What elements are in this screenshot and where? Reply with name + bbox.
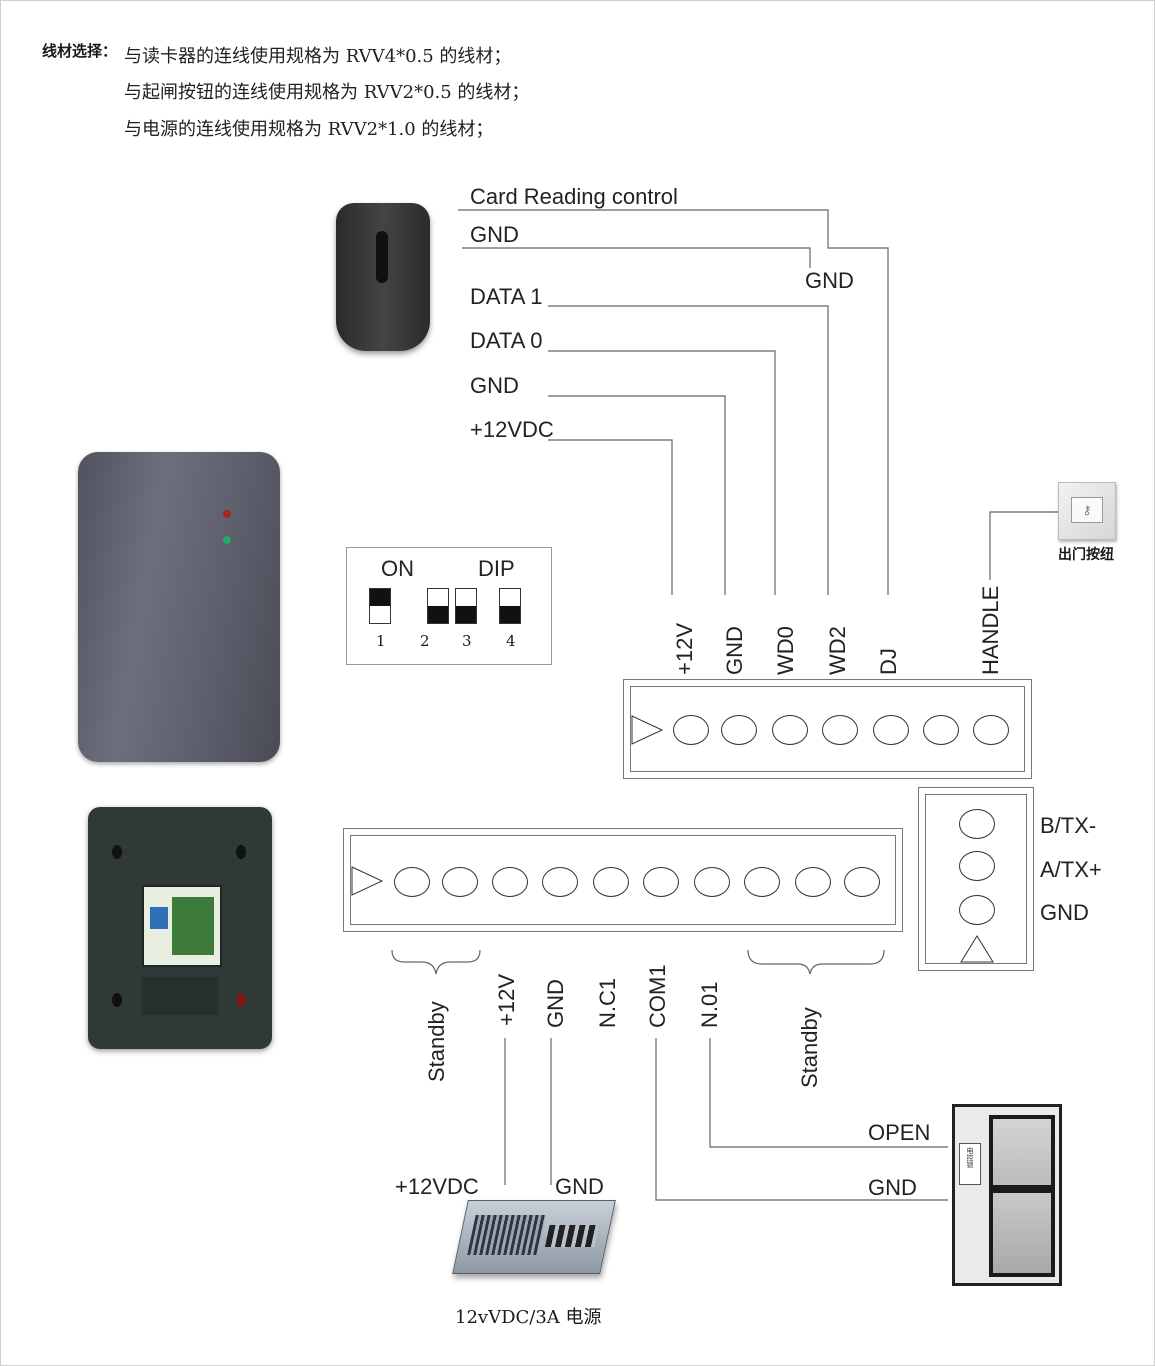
dip-num-1: 1 [376,632,386,650]
power-12vdc-label: +12VDC [395,1174,479,1199]
terminal-hole [844,867,880,897]
dip-label: DIP [478,556,515,581]
terminal-hole [973,715,1009,745]
terminal-hole [643,867,679,897]
terminal-hole [492,867,528,897]
terminal-wd2: WD2 [825,626,850,675]
terminal-standby-left: Standby [424,1001,449,1082]
wire-data1: DATA 1 [470,284,543,309]
electric-lock-label: 电控锁 [966,1147,974,1168]
terminal-hole [959,809,995,839]
reader-led-slot [376,231,388,283]
dip-switch-3[interactable] [455,588,477,624]
pcb-window [142,885,222,967]
terminal-hole [772,715,808,745]
wire-gnd-mid: GND [805,268,854,293]
terminal-hole [721,715,757,745]
led-green [223,536,231,544]
door-panel-upper [989,1115,1055,1189]
dip-switch-1[interactable] [369,588,391,624]
led-red [223,510,231,518]
door-panel-lower [989,1189,1055,1277]
spec-line-3: 与电源的连线使用规格为 RVV2*1.0 的线材； [124,119,494,140]
terminal-com1: COM1 [645,964,670,1028]
door-frame-image: 电控锁 [952,1104,1062,1286]
screw-hole [112,845,122,859]
rs485-terminal-block [918,787,1034,971]
screw-terminals [544,1225,600,1247]
pin1-triangle-icon [960,935,994,963]
terminal-hole [959,851,995,881]
terminal-12v: +12V [672,623,697,675]
exit-button-image: ⚷ [1058,482,1116,540]
dip-switch-panel: ON DIP 1 2 3 4 [346,547,552,665]
terminal-hole [394,867,430,897]
wire-gnd: GND [470,373,519,398]
rs485-b-label: B/TX- [1040,813,1097,838]
terminal-hole [822,715,858,745]
spec-heading: 线材选择： [42,42,118,60]
rs485-a-label: A/TX+ [1040,857,1102,882]
dip-num-2: 2 [420,632,430,650]
dip-switch-block [150,907,168,929]
spec-line-1: 与读卡器的连线使用规格为 RVV4*0.5 的线材； [124,46,512,67]
terminal-hole [694,867,730,897]
terminal-dj: DJ [876,648,901,675]
terminal-hole [873,715,909,745]
dip-num-3: 3 [462,632,472,650]
wire-card-reading-control: Card Reading control [470,184,678,209]
electric-lock-image: 电控锁 [959,1143,981,1185]
spec-line-2: 与起闸按钮的连线使用规格为 RVV2*0.5 的线材； [124,82,530,103]
controller-back-image [88,807,272,1049]
pin1-triangle-icon [351,866,384,896]
terminal-hole [542,867,578,897]
dip-switch-2[interactable] [427,588,449,624]
rs485-gnd-label: GND [1040,900,1089,925]
controller-front-image [78,452,280,762]
power-caption: 12vVDC/3A 电源 [455,1307,602,1328]
screw-hole [236,993,246,1007]
screw-hole [112,993,122,1007]
card-reader-image [336,203,430,351]
screw-hole [236,845,246,859]
dip-on-label: ON [381,556,414,581]
lock-gnd-label: GND [868,1175,917,1200]
vent-grille [467,1215,546,1255]
terminal-hole [959,895,995,925]
terminal-hole [795,867,831,897]
wire-gnd-top: GND [470,222,519,247]
terminal-hole [442,867,478,897]
terminal-gnd: GND [722,626,747,675]
power-supply-image [452,1200,616,1274]
key-icon: ⚷ [1071,497,1103,523]
terminal-bottom-gnd: GND [543,979,568,1028]
terminal-no1: N.01 [697,981,722,1028]
terminal-hole [923,715,959,745]
terminal-hole [744,867,780,897]
pin1-triangle-icon [631,715,664,745]
power-gnd-label: GND [555,1174,604,1199]
dip-switch-4[interactable] [499,588,521,624]
terminal-bottom-12v: +12V [494,974,519,1026]
terminal-wd0: WD0 [773,626,798,675]
top-terminal-block [623,679,1032,779]
pcb-board [172,897,214,955]
label-plate [142,977,218,1015]
exit-button-label: 出门按纽 [1058,547,1114,563]
terminal-handle: HANDLE [978,585,1003,675]
lock-open-label: OPEN [868,1120,931,1145]
dip-num-4: 4 [506,632,516,650]
wire-12vdc: +12VDC [470,417,554,442]
terminal-hole [593,867,629,897]
terminal-nc1: N.C1 [595,977,620,1028]
bottom-terminal-block [343,828,903,932]
terminal-hole [673,715,709,745]
wire-data0: DATA 0 [470,328,543,353]
terminal-standby-right: Standby [797,1007,822,1088]
